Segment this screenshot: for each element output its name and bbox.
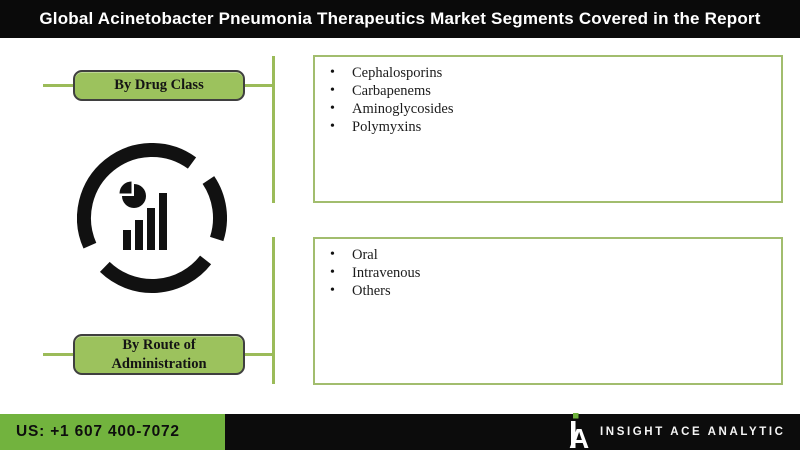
bar-chart-glyph — [123, 193, 167, 250]
segment-label-route-of-administration: By Route of Administration — [73, 334, 245, 375]
list-item: Aminoglycosides — [315, 100, 781, 118]
connector-button1-to-bracket — [245, 84, 274, 87]
connector-stub-left-top — [43, 84, 73, 87]
segment-label-drug-class: By Drug Class — [73, 70, 245, 101]
list-item: Cephalosporins — [315, 64, 781, 82]
brand-name: INSIGHT ACE ANALYTIC — [600, 426, 786, 438]
route-of-administration-list: Oral Intravenous Others — [315, 239, 781, 300]
footer-phone-bar: US: +1 607 400-7072 — [0, 414, 225, 450]
connector-button2-to-bracket — [245, 353, 274, 356]
segment-label-text: By Route of Administration — [111, 337, 207, 372]
segment-label-text: By Drug Class — [114, 77, 204, 93]
insight-ace-logo-icon: A — [569, 413, 589, 450]
list-item: Polymyxins — [315, 118, 781, 136]
list-item: Carbapenems — [315, 82, 781, 100]
title-bar: Global Acinetobacter Pneumonia Therapeut… — [0, 0, 800, 38]
drug-class-items-box: Cephalosporins Carbapenems Aminoglycosid… — [313, 55, 783, 203]
list-item: Others — [315, 282, 781, 300]
list-item: Oral — [315, 246, 781, 264]
bracket-line-box2 — [272, 237, 275, 384]
pie-chart-glyph — [119, 181, 146, 208]
footer-brand-bar — [225, 414, 800, 450]
route-of-administration-items-box: Oral Intravenous Others — [313, 237, 783, 385]
market-analytics-icon — [77, 143, 227, 293]
page-title: Global Acinetobacter Pneumonia Therapeut… — [39, 9, 761, 28]
list-item: Intravenous — [315, 264, 781, 282]
connector-stub-left-bottom — [43, 353, 73, 356]
phone-number: US: +1 607 400-7072 — [16, 423, 180, 440]
drug-class-list: Cephalosporins Carbapenems Aminoglycosid… — [315, 57, 781, 136]
bracket-line-box1 — [272, 56, 275, 203]
